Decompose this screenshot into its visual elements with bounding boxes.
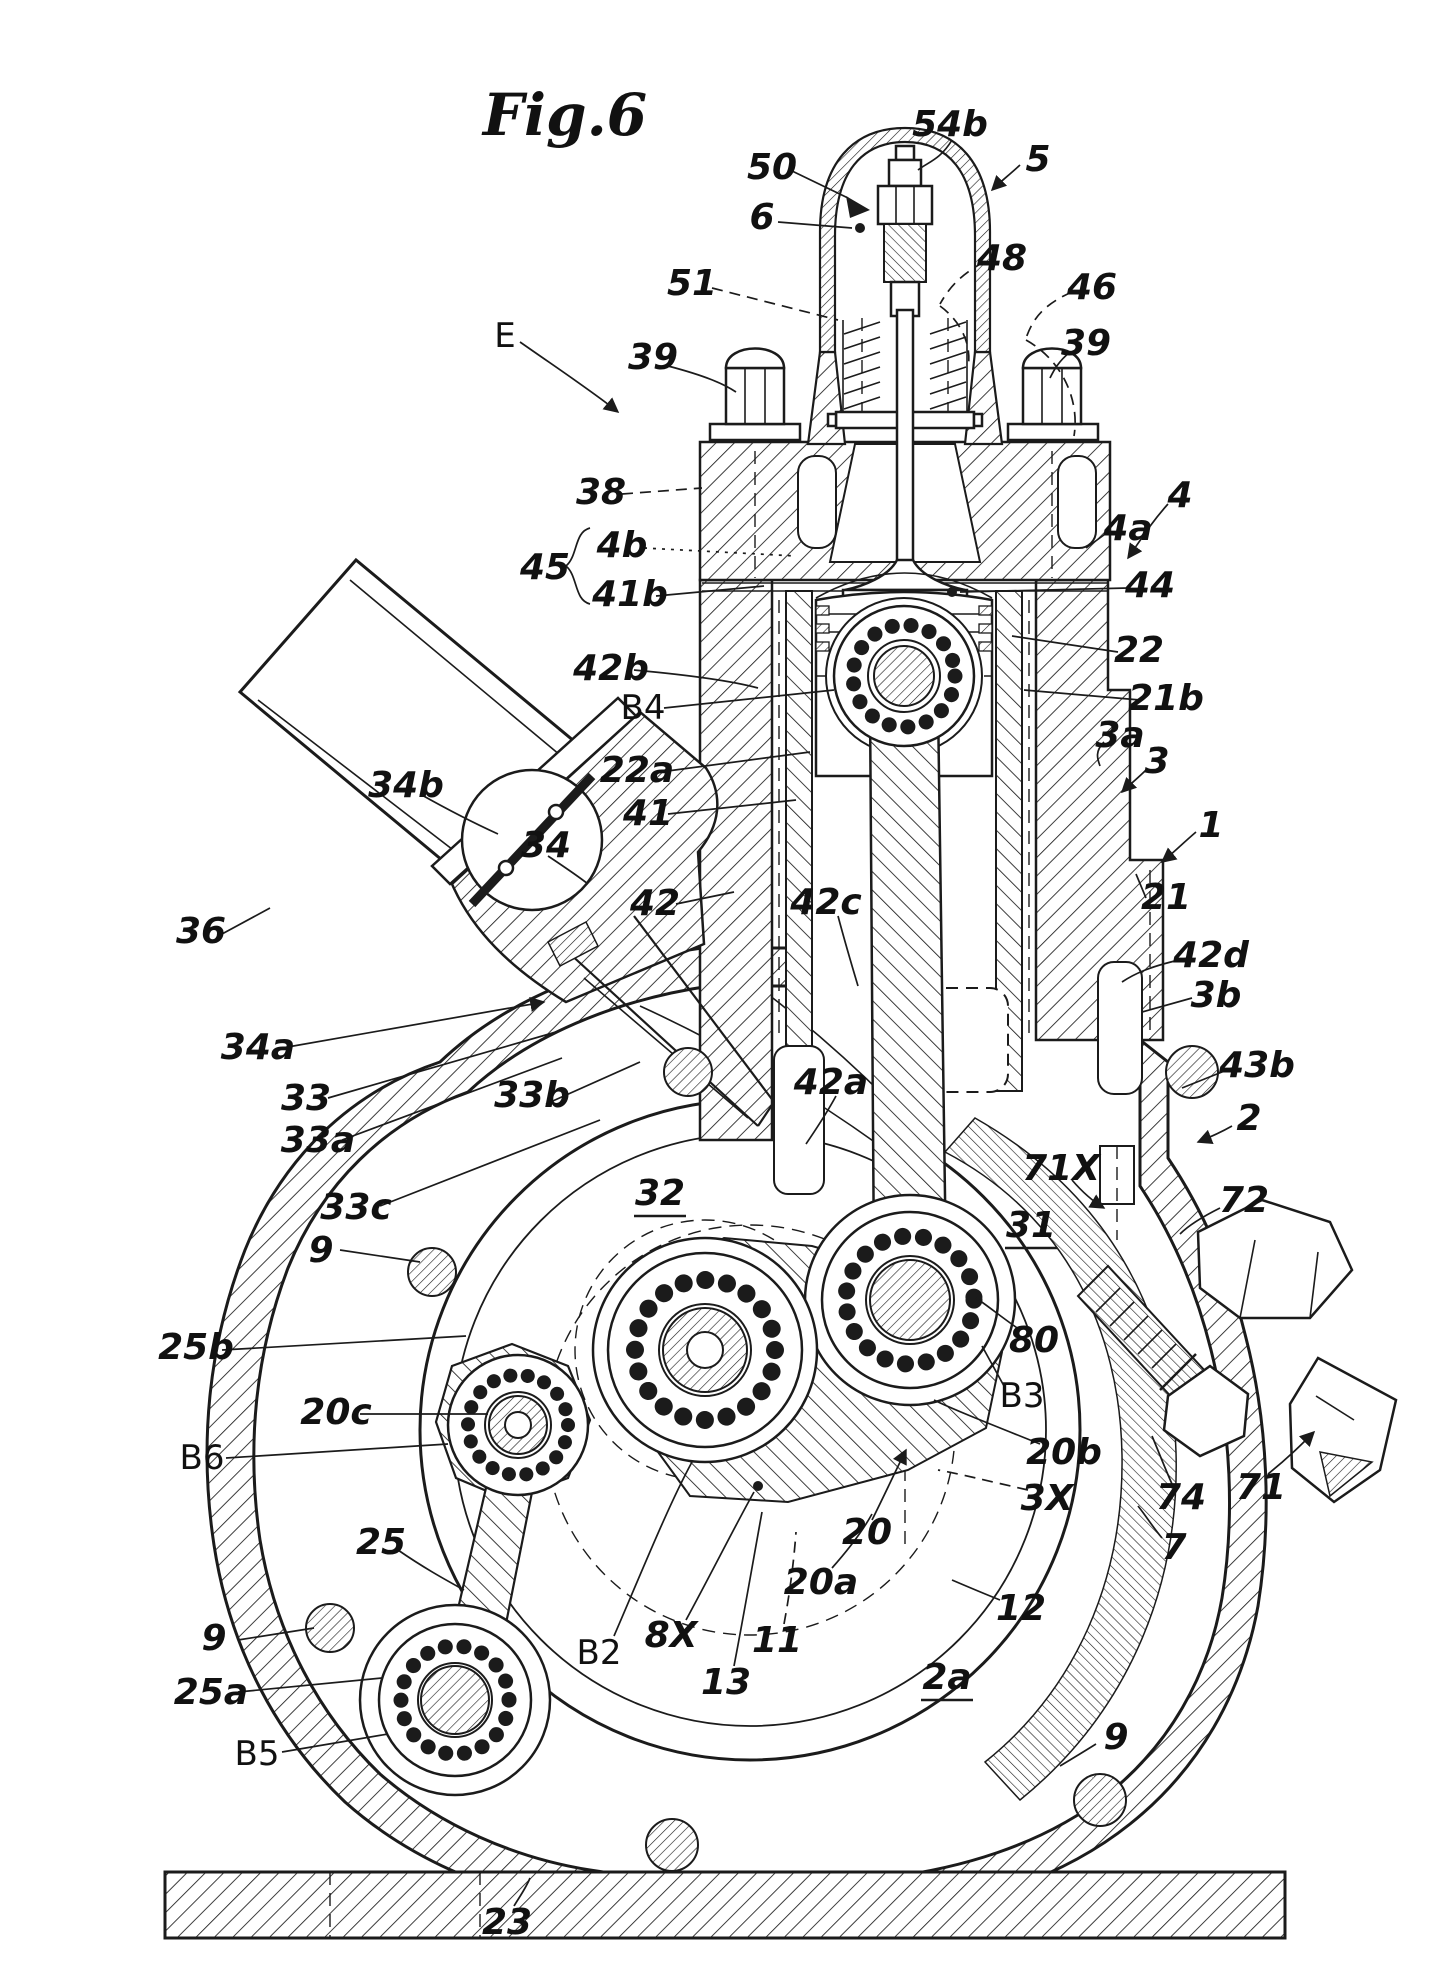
ref-label-6: 6 (749, 197, 774, 238)
ref-label-44: 44 (1124, 565, 1175, 606)
ref-label-20: 20 (842, 1512, 892, 1553)
ref-label-74: 74 (1156, 1477, 1206, 1518)
ref-label-12: 12 (996, 1588, 1046, 1629)
ref-label-20c: 20c (300, 1392, 371, 1433)
ref-label-3a: 3a (1095, 715, 1144, 756)
bearing-B3 (820, 1210, 1000, 1390)
ref-label-33c: 33c (320, 1187, 391, 1228)
ref-label-B2: B2 (577, 1633, 622, 1673)
connecting-rod (868, 702, 948, 1268)
ref-label-31: 31 (1006, 1205, 1056, 1246)
bearing-B2 (606, 1251, 804, 1449)
ref-label-42b: 42b (572, 648, 649, 689)
ref-label-34b: 34b (368, 765, 444, 806)
ref-label-34a: 34a (221, 1027, 295, 1068)
ref-label-51: 51 (667, 263, 717, 304)
ref-label-21: 21 (1141, 877, 1191, 918)
bearing-B6 (446, 1353, 590, 1497)
ref-label-3b: 3b (1191, 975, 1242, 1016)
ref-label-B4: B4 (621, 688, 666, 728)
ref-label-B5: B5 (235, 1734, 280, 1774)
ref-label-42a: 42a (793, 1062, 868, 1103)
reed-valve (547, 915, 775, 1127)
ref-label-39-right: 39 (1061, 323, 1111, 364)
ref-label-46: 46 (1066, 267, 1117, 308)
ref-label-4b: 4b (596, 525, 648, 566)
bolt-holes (305, 1045, 1219, 1872)
ref-label-39-left: 39 (628, 337, 678, 378)
ref-label-33: 33 (281, 1078, 331, 1119)
ref-label-4a: 4a (1102, 508, 1152, 549)
ref-label-22a: 22a (600, 750, 674, 791)
ref-label-8X: 8X (645, 1615, 700, 1656)
ref-label-3X: 3X (1021, 1478, 1076, 1519)
ref-label-71X: 71X (1022, 1148, 1102, 1189)
bolt-74-head (1162, 1364, 1250, 1458)
ref-label-20a: 20a (784, 1562, 858, 1603)
ref-label-45: 45 (519, 547, 570, 588)
ref-label-11: 11 (752, 1620, 802, 1661)
ref-label-13: 13 (701, 1662, 751, 1703)
ref-label-54b: 54b (912, 104, 988, 145)
ref-label-32: 32 (635, 1173, 685, 1214)
ref-label-41b: 41b (591, 574, 668, 615)
ref-label-48: 48 (976, 238, 1027, 279)
ref-label-25: 25 (356, 1522, 406, 1563)
ref-label-43b: 43b (1218, 1045, 1295, 1086)
ref-label-9-bottom-right: 9 (1103, 1717, 1128, 1758)
ref-label-B6: B6 (180, 1438, 225, 1478)
figure-title: Fig.6 (481, 81, 647, 149)
ref-label-42: 42 (629, 883, 680, 924)
ref-label-1: 1 (1198, 805, 1223, 846)
intake-assembly (237, 557, 775, 1127)
clamp-71 (1288, 1356, 1398, 1504)
ref-label-20b: 20b (1026, 1432, 1102, 1473)
ref-label-22: 22 (1114, 630, 1164, 671)
reference-labels: Fig.6 54b 5 50 6 51 48 46 39 39 E 38 45 … (158, 81, 1295, 1943)
ref-label-33a: 33a (281, 1120, 355, 1161)
ref-label-9-bottom-left: 9 (201, 1618, 226, 1659)
ref-label-3: 3 (1144, 741, 1169, 782)
ref-label-E: E (494, 316, 515, 356)
ref-label-7: 7 (1161, 1527, 1186, 1568)
spark-plug-dome (818, 126, 992, 354)
ref-label-25b: 25b (158, 1327, 234, 1368)
ref-label-71: 71 (1236, 1467, 1286, 1508)
ref-label-42c: 42c (789, 882, 861, 923)
ref-label-B3: B3 (1000, 1376, 1045, 1416)
ref-label-80: 80 (1009, 1320, 1059, 1361)
leader-lines (221, 139, 1316, 1907)
spark-plug (846, 144, 934, 318)
ref-label-2a: 2a (922, 1657, 971, 1698)
base-plate (163, 1870, 1287, 1940)
ref-label-23: 23 (482, 1902, 532, 1943)
ref-label-25a: 25a (174, 1672, 248, 1713)
ref-label-38: 38 (576, 472, 626, 513)
ref-label-5: 5 (1025, 139, 1050, 180)
bearing-B4 (832, 604, 976, 748)
bearing-B5 (377, 1622, 533, 1778)
ref-label-42d: 42d (1172, 935, 1250, 976)
fastener-assembly (1076, 1198, 1398, 1504)
ref-label-36: 36 (176, 911, 226, 952)
ref-label-50: 50 (747, 147, 797, 188)
ref-label-41: 41 (622, 793, 673, 834)
ref-label-72: 72 (1219, 1180, 1269, 1221)
ref-label-2: 2 (1236, 1098, 1261, 1139)
ref-label-33b: 33b (494, 1075, 570, 1116)
ref-label-4: 4 (1166, 475, 1192, 516)
ref-label-9-left: 9 (308, 1230, 333, 1271)
ref-label-34: 34 (521, 825, 571, 866)
ref-label-21b: 21b (1128, 678, 1204, 719)
